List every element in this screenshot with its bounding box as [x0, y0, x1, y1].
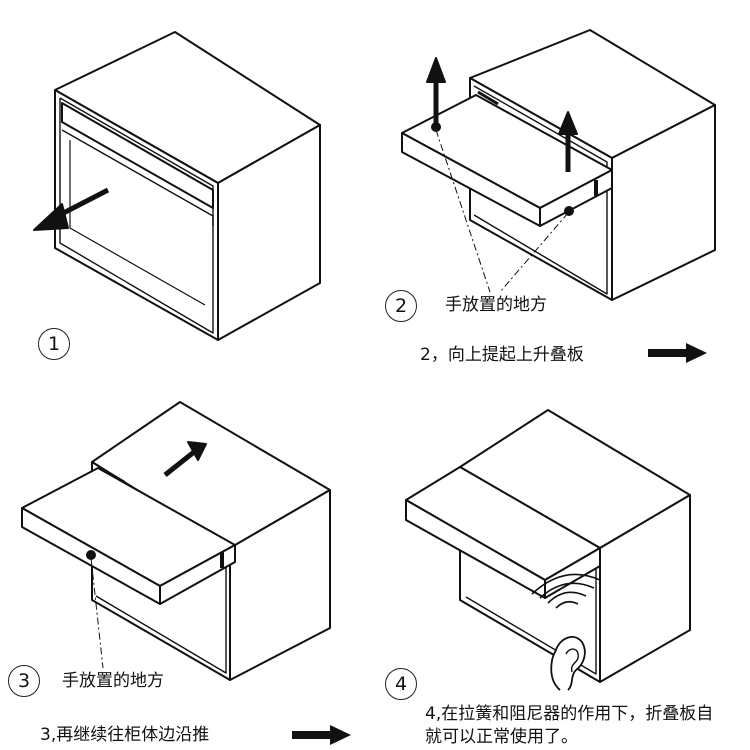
- step-4-instruction-line-1: 4,在拉簧和阻尼器的作用下，折叠板自: [425, 704, 714, 724]
- cabinet-step-3: [21, 401, 351, 745]
- step-4-instruction-line-2: 就可以正常使用了。: [425, 727, 578, 747]
- cabinet-step-4: [405, 409, 691, 691]
- step-2-instruction: 2，向上提起上升叠板: [420, 345, 584, 365]
- cabinet-step-1: [33, 31, 321, 341]
- step-3-number: 3: [8, 665, 40, 697]
- step-2-number: 2: [385, 290, 417, 322]
- step-1-number: 1: [38, 328, 70, 360]
- step-3-hand-label: 手放置的地方: [62, 671, 164, 691]
- step-3-instruction: 3,再继续往柜体边沿推: [40, 725, 210, 745]
- cabinet-step-2: [401, 29, 716, 363]
- step-4-number: 4: [385, 668, 417, 700]
- step-2-hand-label: 手放置的地方: [445, 295, 547, 315]
